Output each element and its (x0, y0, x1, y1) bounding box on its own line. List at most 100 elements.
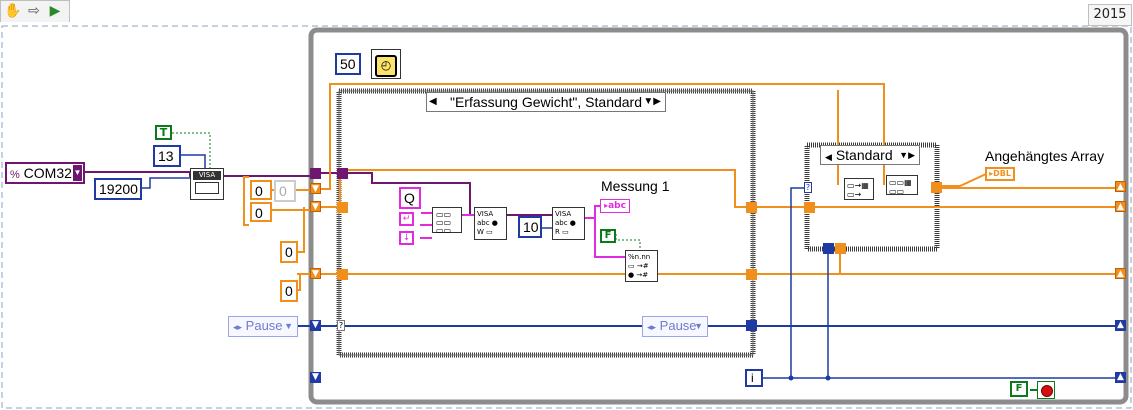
stopwatch-icon: ◴ (375, 55, 397, 77)
case-next-icon[interactable]: ▼▶ (643, 96, 661, 107)
inner-case-label: Standard (835, 147, 893, 163)
string-constant-query[interactable]: Q (399, 187, 421, 209)
baud-rate-constant[interactable]: 19200 (94, 178, 142, 200)
shift-register-bracket (243, 176, 249, 226)
step-into-icon[interactable]: ▶ (49, 3, 61, 19)
dropdown-arrow-icon[interactable]: ▼ (73, 165, 82, 181)
byte-count-constant[interactable]: 10 (518, 216, 542, 238)
stop-sign-icon (1041, 385, 1053, 397)
concatenate-strings-node[interactable]: ▭▭▭▭▭▭ (432, 207, 462, 235)
run-arrow-icon[interactable]: ⇨ (28, 3, 40, 19)
concat-glyph: ▭▭▭▭▭▭ (436, 210, 452, 235)
inner-case-bottom-tunnel-orange (835, 243, 846, 254)
bool-false-constant[interactable]: F (600, 229, 616, 243)
inner-case-selector-terminal: ? (804, 182, 812, 193)
case-prev-icon[interactable]: ◀ (825, 152, 832, 162)
shift-register-left-2: ▼ (310, 201, 321, 212)
pause-right-label: Pause (659, 318, 697, 333)
indicator-arrow-icon: ▸ (604, 201, 609, 210)
shift-reg-init-2[interactable]: 0 (250, 202, 272, 222)
case-selector-label: "Erfassung Gewicht", Standard (449, 94, 643, 110)
shift-register-left-4: ▼ (310, 320, 321, 331)
loop-condition-terminal[interactable] (1037, 381, 1055, 399)
pause-enum-left[interactable]: ◂▸ Pause ▼ (228, 316, 298, 337)
case-selector-terminal: ? (337, 320, 345, 331)
shift-register-right-3: ▲ (1115, 268, 1126, 279)
inner-case-selector[interactable]: ◀ Standard ▼▶ (820, 145, 920, 165)
serial-port-icon (195, 182, 219, 194)
case-prev-icon[interactable]: ◀ (429, 96, 437, 107)
wait-ms-constant[interactable]: 50 (335, 53, 361, 75)
inner-case-out-tunnel (931, 182, 942, 193)
enum-increment-icon: ◂▸ (647, 322, 657, 332)
indicator-arrow-icon: ▸ (989, 169, 994, 178)
insert-array-node[interactable]: ▭▭▦▭▭ (886, 175, 918, 196)
visa-configure-serial-node[interactable]: VISA (190, 168, 224, 200)
insert-array-glyph: ▭▭▦▭▭ (889, 178, 912, 196)
visa-resource-icon: % (10, 169, 20, 181)
shift-up-icon: ▲ (1117, 320, 1124, 330)
shift-reg-init-1-alt[interactable]: 0 (274, 180, 296, 202)
shift-register-right-4: ▲ (1115, 320, 1126, 331)
inner-case-in-tunnel (804, 202, 815, 213)
case-out-tunnel-2 (746, 269, 757, 280)
case-tunnel-visa (337, 168, 348, 179)
shift-register-left-3: ▼ (310, 268, 321, 279)
array-indicator-label: Angehängtes Array (985, 148, 1105, 164)
build-array-glyph: ▭→▦▭→ (847, 181, 869, 199)
dropdown-arrow-icon: ▼ (284, 321, 293, 331)
numeric-constant-zero-a[interactable]: 0 (280, 241, 298, 263)
shift-register-left-5: ▼ (310, 372, 321, 383)
dbl-indicator-label: DBL (993, 169, 1011, 178)
iteration-terminal: i (745, 369, 763, 387)
visa-resource-constant[interactable]: % COM32 ▼ (5, 162, 85, 184)
array-dbl-indicator[interactable]: ▸DBL (985, 167, 1015, 181)
case-out-tunnel-3 (746, 320, 757, 331)
line-feed-icon[interactable]: ↓ (399, 231, 414, 245)
scan-from-string-node[interactable]: %n.nn▭ →#● →# (625, 250, 658, 282)
enum-increment-icon: ◂▸ (233, 322, 243, 332)
shift-down-icon: ▼ (312, 269, 319, 279)
case-out-tunnel-1 (746, 202, 757, 213)
visa-resource-value: COM32 (23, 165, 72, 181)
pause-enum-right[interactable]: ◂▸ Pause ▼ (642, 316, 708, 337)
stop-bool-constant[interactable]: F (1010, 381, 1028, 397)
shift-up-icon: ▲ (1117, 202, 1124, 212)
operate-hand-icon[interactable]: ✋ (4, 3, 22, 19)
shift-down-icon: ▼ (312, 372, 319, 382)
wait-timer-node[interactable]: ◴ (371, 49, 401, 79)
termchar-constant[interactable]: 13 (153, 145, 181, 167)
shift-register-right-2: ▲ (1115, 201, 1126, 212)
measurement-label: Messung 1 (601, 178, 670, 194)
measurement-string-indicator[interactable]: ▸abc (600, 199, 630, 213)
scan-glyph: %n.nn▭ →#● →# (628, 253, 651, 279)
visa-tunnel-in (310, 168, 321, 179)
inner-case-bottom-tunnel-blue (823, 243, 834, 254)
shift-reg-init-1[interactable]: 0 (250, 180, 272, 200)
carriage-return-icon[interactable]: ↵ (399, 212, 414, 226)
debug-toolbar: ✋ ⇨ ▶ (0, 0, 70, 22)
string-indicator-label: abc (608, 201, 626, 211)
build-array-node[interactable]: ▭→▦▭→ (844, 178, 874, 200)
bool-true-constant[interactable]: T (155, 125, 172, 140)
shift-register-right-5: ▲ (1115, 372, 1126, 383)
case-selector[interactable]: ◀ "Erfassung Gewicht", Standard ▼▶ (426, 92, 666, 112)
version-label: 2015 (1088, 4, 1132, 26)
case-next-icon[interactable]: ▼▶ (899, 150, 915, 160)
case-tunnel-num (337, 202, 348, 213)
numeric-constant-zero-b[interactable]: 0 (280, 280, 298, 302)
shift-register-right-1: ▲ (1115, 181, 1126, 192)
pause-left-label: Pause (245, 318, 283, 333)
visa-serial-glyph: VISA (193, 171, 221, 180)
shift-up-icon: ▲ (1117, 372, 1124, 382)
shift-up-icon: ▲ (1117, 269, 1124, 279)
shift-register-left-1: ▼ (310, 183, 321, 194)
dropdown-arrow-icon: ▼ (694, 321, 703, 331)
shift-down-icon: ▼ (312, 184, 319, 194)
shift-down-icon: ▼ (312, 320, 319, 330)
